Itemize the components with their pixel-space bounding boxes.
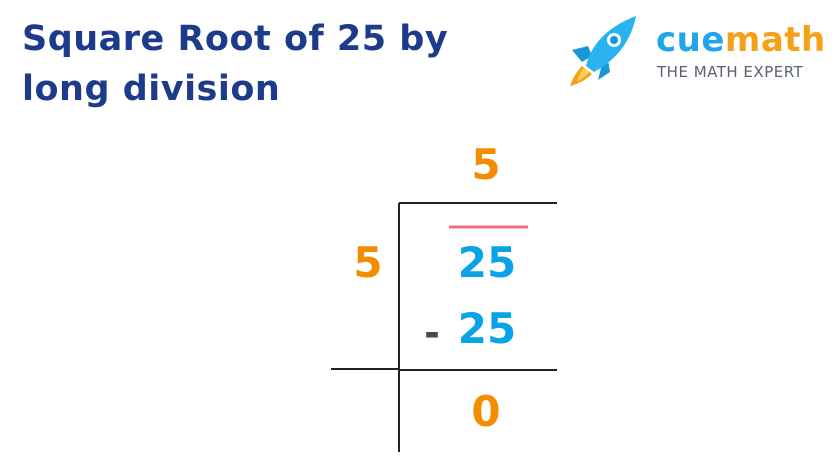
page-title: Square Root of 25 by long division bbox=[22, 19, 449, 109]
brand-cue: cue bbox=[656, 20, 725, 60]
dividend: 25 bbox=[457, 238, 517, 287]
subtrahend: 25 bbox=[457, 304, 517, 353]
minus-sign: - bbox=[424, 311, 440, 355]
remainder: 0 bbox=[471, 387, 501, 436]
brand-math: math bbox=[724, 20, 826, 60]
divisor: 5 bbox=[353, 238, 383, 287]
brand-tagline: THE MATH EXPERT bbox=[657, 63, 804, 81]
quotient: 5 bbox=[471, 140, 501, 189]
cuemath-logo bbox=[560, 6, 830, 96]
brand-name: cuemath bbox=[656, 20, 826, 60]
rocket-icon bbox=[570, 16, 636, 86]
